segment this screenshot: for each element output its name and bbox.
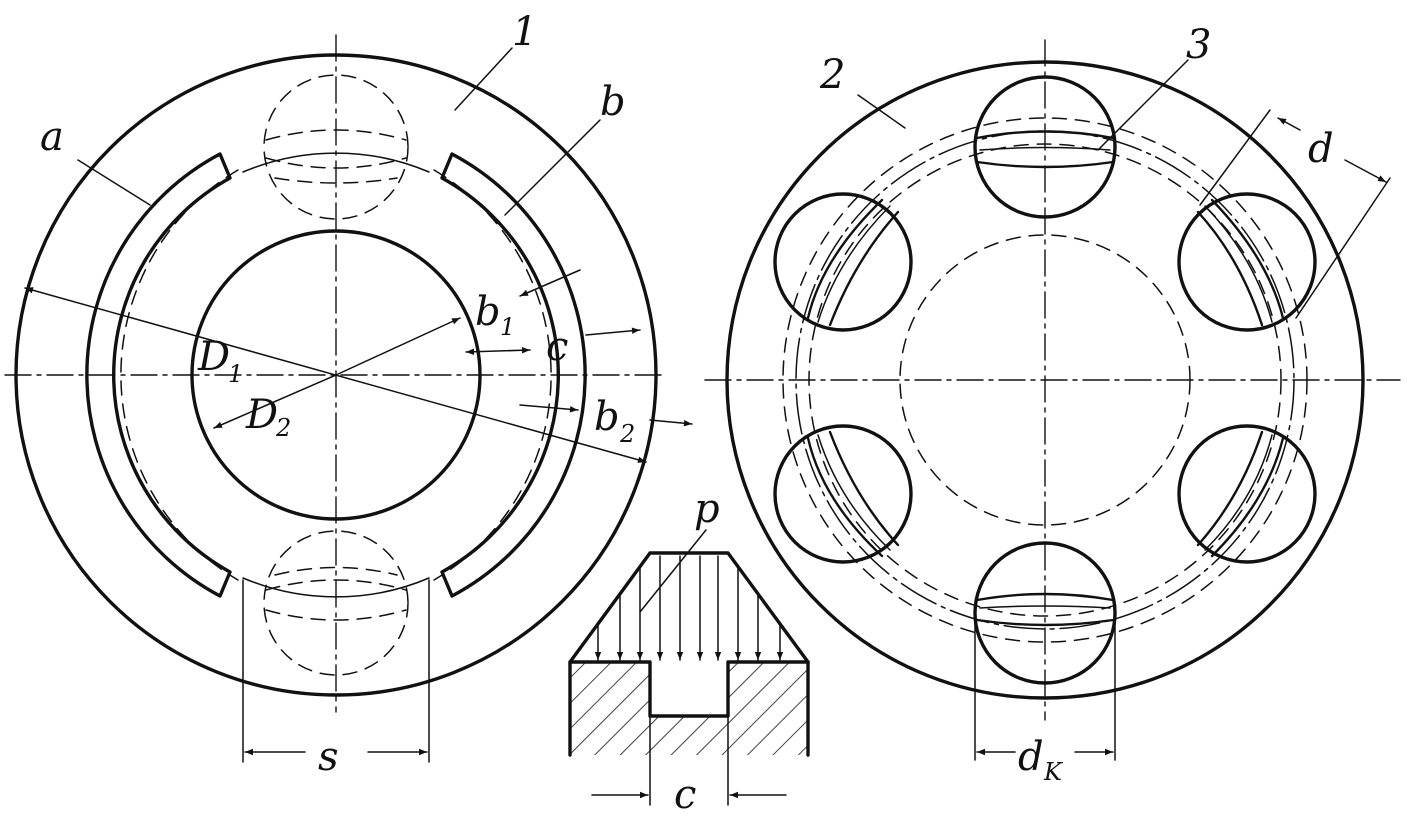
label-D2: D 2 [245, 392, 291, 442]
right-pitch-circle [795, 130, 1295, 630]
leader-b [504, 119, 601, 216]
svg-text:1: 1 [228, 360, 243, 388]
label-c-left: c [546, 324, 568, 370]
label-b1: b 1 [475, 289, 515, 341]
label-D1: D 1 [197, 334, 243, 388]
dim-c-line-2 [585, 327, 641, 336]
section-groove-fill [650, 662, 728, 716]
ball-top [973, 75, 1117, 219]
right-bore-hidden [899, 234, 1191, 526]
section-outline [568, 660, 810, 757]
dim-d-ext-1 [1199, 109, 1271, 206]
ball-upper-right [1177, 192, 1317, 332]
leader-1 [454, 47, 513, 111]
svg-text:b: b [594, 394, 620, 440]
leader-a [77, 159, 151, 206]
left-pitch-arc-bottom [242, 577, 430, 598]
label-d: d [1308, 126, 1334, 172]
label-part-2: 2 [819, 52, 845, 98]
dim-b2-line [519, 404, 579, 413]
label-groove-b: b [600, 79, 626, 125]
right-view: d d K 2 3 [704, 22, 1401, 786]
left-hidden-ball-top [263, 74, 409, 220]
svg-text:2: 2 [619, 420, 635, 448]
pressure-diagram [568, 551, 810, 664]
left-hidden-ball-bottom [263, 530, 409, 676]
label-dk: d K [1018, 734, 1064, 786]
left-outer-circle [14, 53, 658, 697]
svg-text:b: b [475, 289, 501, 335]
dim-b2-line-2 [649, 419, 693, 427]
leader-p [639, 529, 707, 613]
label-p: p [694, 486, 720, 532]
svg-text:K: K [1043, 758, 1064, 786]
leader-3 [1097, 59, 1189, 151]
groove-b-centerline [433, 169, 552, 581]
dim-D2-line-right [335, 317, 461, 376]
right-groove-hidden-inner [808, 143, 1282, 617]
right-groove-hidden-outer [782, 117, 1308, 643]
dim-d-arrow-1 [1277, 117, 1301, 131]
svg-text:d: d [1018, 734, 1044, 780]
svg-text:2: 2 [275, 414, 291, 442]
ball-bottom [973, 541, 1117, 685]
label-s: s [318, 734, 339, 780]
svg-text:1: 1 [500, 313, 515, 341]
label-groove-a: a [40, 114, 64, 160]
ball-lower-right [1177, 424, 1317, 564]
section-view: p c [568, 486, 810, 816]
ball-upper-left [773, 192, 913, 332]
svg-text:D: D [245, 392, 278, 438]
right-outer-circle [725, 60, 1365, 700]
label-part-3: 3 [1186, 22, 1211, 68]
label-c-section: c [674, 772, 696, 816]
label-b2: b 2 [594, 394, 635, 448]
dim-b1-line [465, 347, 531, 355]
groove-a-centerline [120, 169, 239, 581]
pressure-arrows [594, 555, 784, 661]
ball-lower-left [773, 424, 913, 564]
dim-d-arrow-2 [1344, 159, 1387, 183]
left-pitch-arc-top [242, 152, 430, 173]
dim-c-line [519, 269, 581, 297]
left-view: a 1 b D 1 D 2 b 1 c b 2 s [4, 9, 693, 780]
svg-text:D: D [197, 334, 230, 380]
dim-D2-line [213, 374, 337, 429]
leader-2 [857, 94, 906, 129]
label-part-1: 1 [512, 9, 537, 55]
dim-d-ext-2 [1295, 177, 1391, 319]
